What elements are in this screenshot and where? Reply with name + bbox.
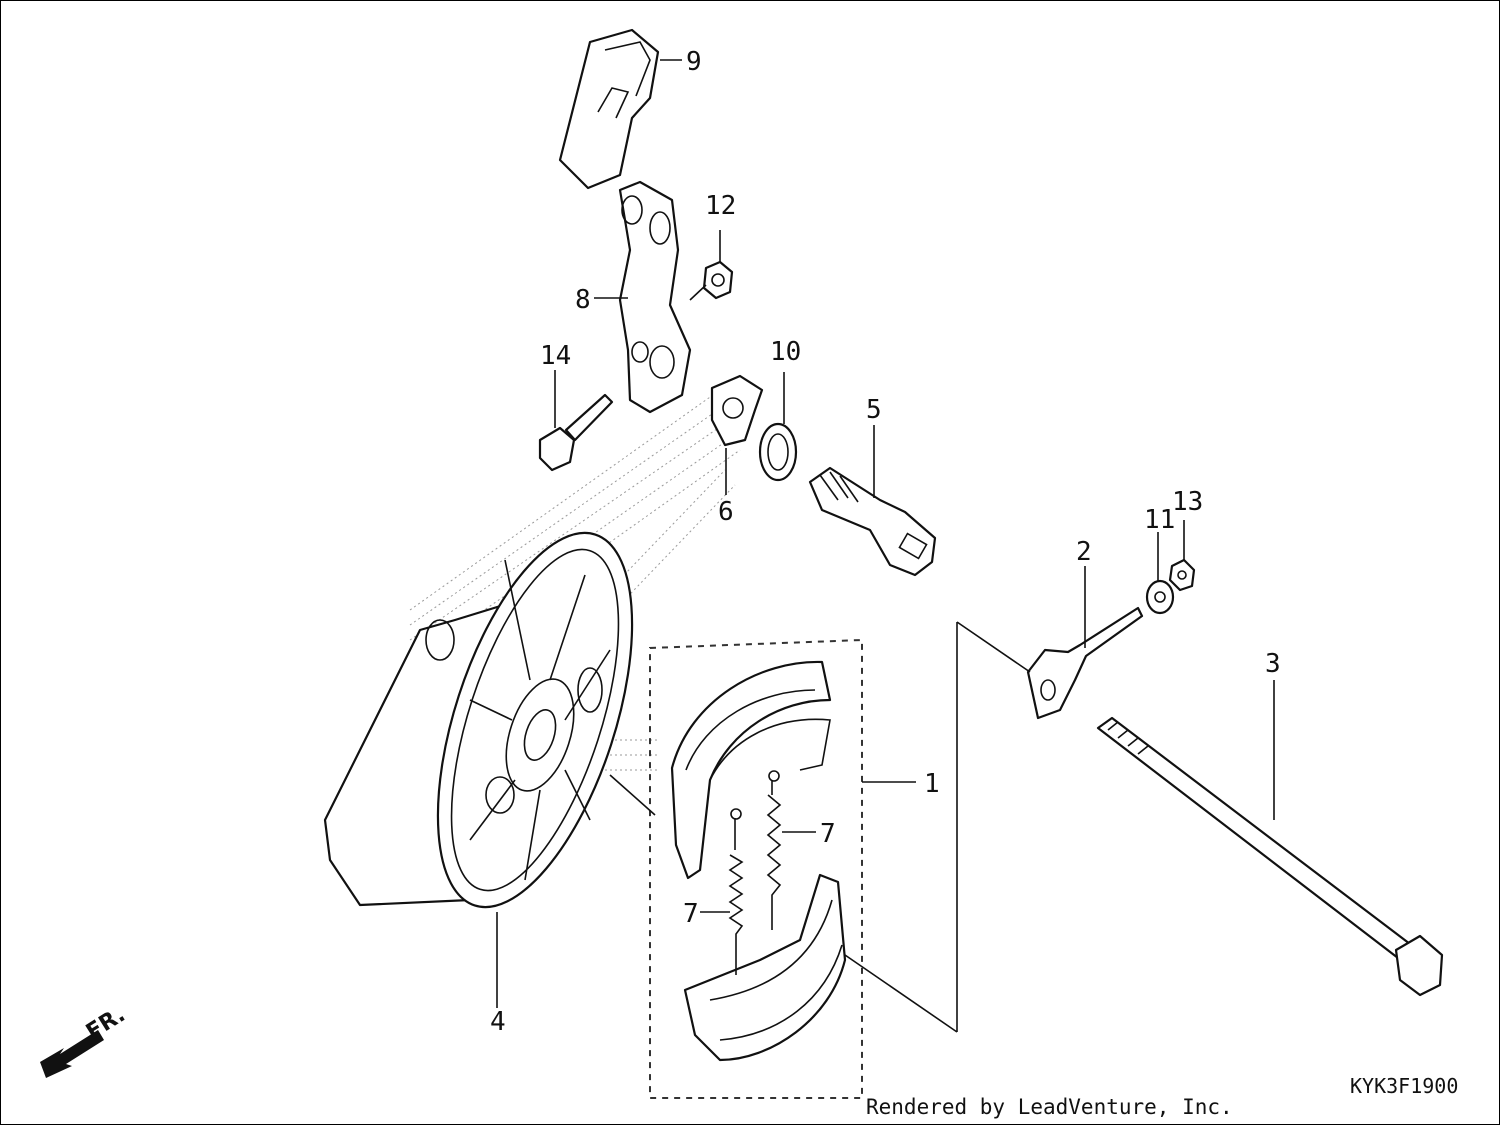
front-arrow-icon bbox=[40, 1030, 104, 1078]
part-4-brake-panel[interactable] bbox=[323, 510, 671, 930]
brake-shoe-upper[interactable] bbox=[670, 660, 832, 880]
part-9-arm-cap[interactable] bbox=[558, 28, 660, 190]
part-1-shoe-set-box bbox=[649, 638, 863, 1099]
callout-14: 14 bbox=[540, 341, 571, 371]
part-2-adjuster[interactable] bbox=[1026, 606, 1144, 720]
callout-3: 3 bbox=[1265, 649, 1281, 679]
part-11-washer[interactable] bbox=[1145, 579, 1175, 615]
callout-1: 1 bbox=[924, 769, 940, 799]
callout-10: 10 bbox=[770, 337, 801, 367]
callout-12: 12 bbox=[705, 191, 736, 221]
brake-shoe-lower[interactable] bbox=[683, 873, 847, 1062]
part-3-axle[interactable] bbox=[1096, 716, 1444, 997]
part-7-spring-upper[interactable] bbox=[766, 770, 782, 930]
part-12-nut[interactable] bbox=[702, 260, 734, 300]
front-direction-indicator: FR. bbox=[40, 1002, 130, 1078]
callout-5: 5 bbox=[866, 395, 882, 425]
callout-2: 2 bbox=[1076, 537, 1092, 567]
callout-9: 9 bbox=[686, 47, 702, 77]
part-6-indicator-plate[interactable] bbox=[710, 374, 764, 447]
callout-6: 6 bbox=[718, 497, 734, 527]
render-credit: Rendered by LeadVenture, Inc. bbox=[866, 1095, 1233, 1119]
part-10-seal-ring[interactable] bbox=[758, 422, 798, 482]
part-13-nut[interactable] bbox=[1168, 558, 1196, 592]
leader-lines bbox=[496, 59, 1275, 1033]
part-5-brake-cam[interactable] bbox=[808, 466, 937, 577]
callout-7b: 7 bbox=[683, 899, 699, 929]
callout-7a: 7 bbox=[820, 819, 836, 849]
part-7-spring-lower[interactable] bbox=[728, 808, 744, 975]
callout-labels: 1 2 3 4 5 6 7 7 8 9 10 11 12 13 14 bbox=[490, 47, 1281, 1037]
drawing-code: KYK3F1900 bbox=[1350, 1074, 1458, 1098]
callout-4: 4 bbox=[490, 1007, 506, 1037]
part-8-brake-arm[interactable] bbox=[618, 180, 692, 414]
part-14-bolt[interactable] bbox=[538, 393, 614, 472]
callout-13: 13 bbox=[1172, 487, 1203, 517]
callout-8: 8 bbox=[575, 285, 591, 315]
callout-11: 11 bbox=[1144, 505, 1175, 535]
